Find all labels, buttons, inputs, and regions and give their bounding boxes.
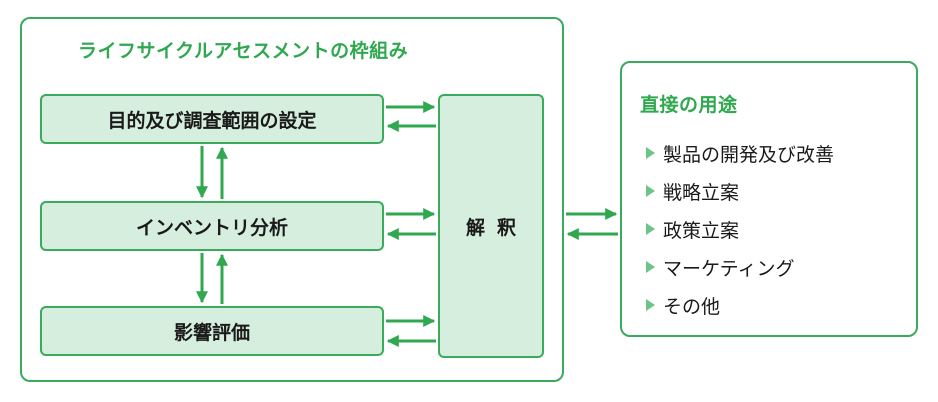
direct-uses-list: 製品の開発及び改善 戦略立案 政策立案 マーケティング その他 <box>646 134 834 324</box>
bullet-triangle-icon <box>646 261 655 273</box>
direct-use-label: 製品の開発及び改善 <box>663 143 835 166</box>
direct-use-label: 政策立案 <box>663 219 740 242</box>
bullet-triangle-icon <box>646 147 655 159</box>
direct-uses-frame <box>620 61 918 337</box>
direct-use-item: 政策立案 <box>646 210 834 248</box>
direct-use-label: 戦略立案 <box>663 181 740 204</box>
lca-framework-title: ライフサイクルアセスメントの枠組み <box>78 40 409 62</box>
inventory-analysis-box: インベントリ分析 <box>40 201 384 251</box>
goal-and-scope-box: 目的及び調査範囲の設定 <box>40 94 384 144</box>
direct-use-label: その他 <box>663 295 721 318</box>
impact-assessment-box: 影響評価 <box>40 306 384 356</box>
bullet-triangle-icon <box>646 185 655 197</box>
direct-uses-title: 直接の用途 <box>640 94 738 116</box>
bullet-triangle-icon <box>646 299 655 311</box>
bullet-triangle-icon <box>646 223 655 235</box>
direct-use-item: マーケティング <box>646 248 834 286</box>
direct-use-label: マーケティング <box>663 257 795 280</box>
direct-use-item: 製品の開発及び改善 <box>646 134 834 172</box>
interpretation-box: 解釈 <box>438 94 544 358</box>
direct-use-item: 戦略立案 <box>646 172 834 210</box>
direct-use-item: その他 <box>646 286 834 324</box>
